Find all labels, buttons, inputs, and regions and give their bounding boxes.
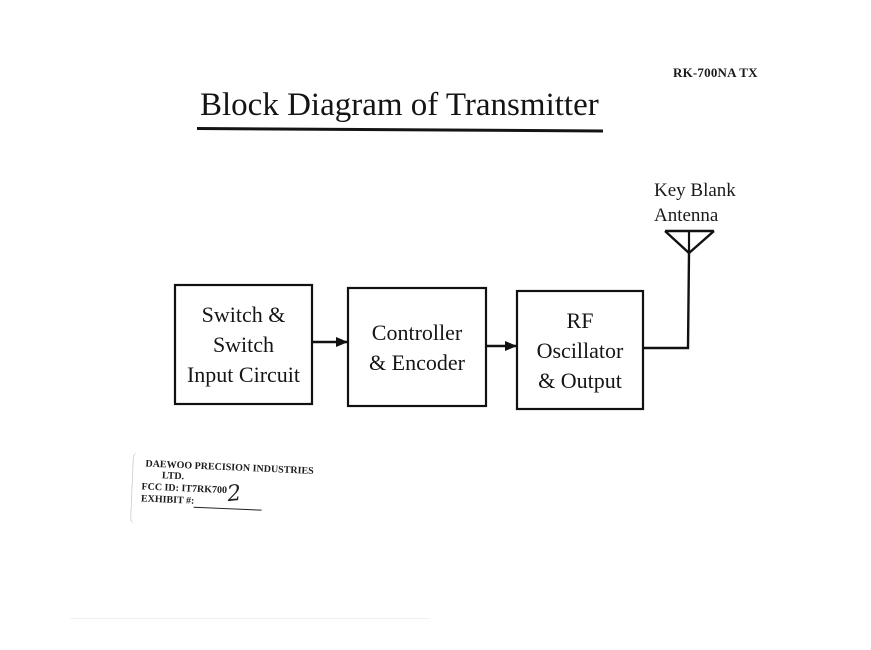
block-label-line: RF [566,308,594,333]
block-switch-input [173,283,314,406]
block-label-line: & Output [538,368,622,393]
block-label-switch-input: Switch & Switch Input Circuit [175,300,312,390]
stamp-company-suffix: LTD. [161,470,185,483]
block-label-line: & Encoder [369,350,465,375]
stamp-exhibit-label: EXHIBIT #: [140,493,195,507]
block-label-line: Oscillator [536,338,624,363]
antenna-icon [664,229,715,254]
block-label-line: Input Circuit [186,362,301,387]
antenna-label-line: Key Blank [654,180,736,201]
scan-artifact-line [70,618,430,619]
model-tag: RK-700NA TX [673,65,758,80]
block-label-line: Controller [371,320,463,345]
antenna-label: Key Blank Antenna [654,178,736,228]
block-label-controller-encoder: Controller & Encoder [348,318,486,378]
fcc-exhibit-stamp: DAEWOO PRECISION INDUSTRIES LTD. FCC ID:… [129,452,324,533]
stamp-exhibit-value: 2 [226,480,243,508]
feedline-rf-to-antenna [643,252,691,350]
antenna-label-line: Antenna [654,205,719,226]
block-rf-oscillator [515,289,645,411]
block-label-line: Switch [212,332,275,357]
block-label-line: Switch & [201,302,286,327]
diagram-title: Block Diagram of Transmitter [200,87,599,123]
block-label-rf-oscillator: RF Oscillator & Output [517,306,643,396]
stamp-exhibit-underline [193,506,262,511]
